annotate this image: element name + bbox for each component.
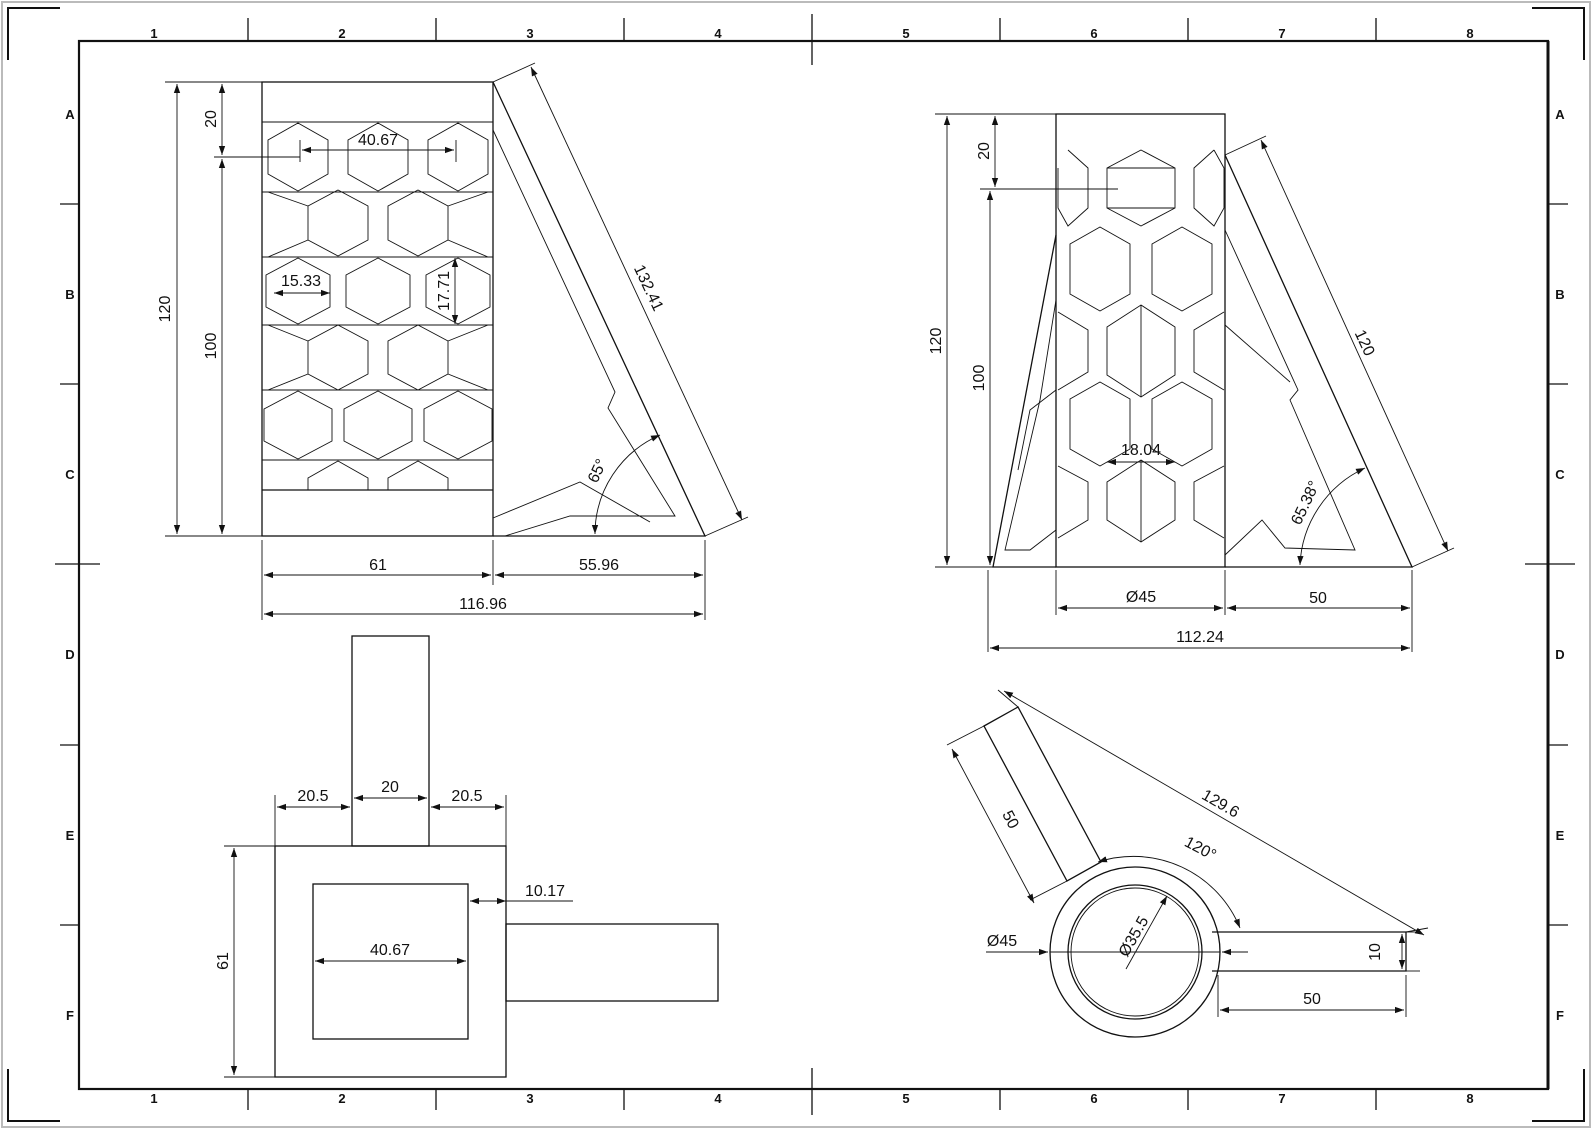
dim-hex-height: 17.71 bbox=[436, 271, 453, 311]
dim-body-height: 100 bbox=[971, 365, 988, 392]
dim-width-total: 116.96 bbox=[459, 596, 507, 613]
row-label: B bbox=[1555, 287, 1564, 302]
dim-angle: 65° bbox=[585, 457, 611, 486]
col-label: 1 bbox=[150, 26, 157, 41]
col-label: 3 bbox=[526, 1091, 533, 1106]
row-label: D bbox=[1555, 647, 1564, 662]
col-label: 4 bbox=[714, 1091, 722, 1106]
col-label: 2 bbox=[338, 1091, 345, 1106]
col-label: 7 bbox=[1278, 26, 1285, 41]
column-labels-top: 1 2 3 4 5 6 7 8 bbox=[150, 26, 1473, 41]
dim-arm-upper: 50 bbox=[998, 808, 1021, 832]
front-view: 120 20 100 40.67 15.33 17.71 132.41 bbox=[157, 62, 749, 620]
dim-tab: 20 bbox=[381, 779, 399, 796]
dim-hex-width: 18.04 bbox=[1121, 442, 1161, 459]
dim-top-band: 20 bbox=[976, 142, 993, 160]
dim-body-height: 100 bbox=[203, 333, 220, 360]
top-view-dimensions: 50 129.6 120° Ø45 Ø35.5 10 bbox=[946, 689, 1429, 1017]
dim-leg: 50 bbox=[1309, 590, 1327, 607]
plan-view: 20.5 20 20.5 61 10.17 40.67 bbox=[215, 635, 719, 1078]
side-view-hex-pattern bbox=[1057, 149, 1225, 543]
col-label: 8 bbox=[1466, 1091, 1473, 1106]
dim-leg-slant: 120 bbox=[1351, 327, 1378, 358]
side-view-dimensions: 120 20 100 120 18.04 65.38° Ø45 bbox=[928, 113, 1455, 652]
dim-wall: 10.17 bbox=[525, 883, 565, 900]
column-labels-bottom: 1 2 3 4 5 6 7 8 bbox=[150, 1091, 1473, 1106]
dim-diameter: Ø45 bbox=[1126, 589, 1156, 606]
row-label: E bbox=[1556, 828, 1565, 843]
dim-right: 20.5 bbox=[451, 788, 482, 805]
row-label: A bbox=[65, 107, 75, 122]
dim-left: 20.5 bbox=[297, 788, 328, 805]
plan-view-outline bbox=[274, 635, 719, 1078]
col-label: 6 bbox=[1090, 1091, 1097, 1106]
row-label: A bbox=[1555, 107, 1565, 122]
dim-height-total: 120 bbox=[157, 296, 174, 323]
row-label: C bbox=[65, 467, 75, 482]
dim-hex-pitch: 40.67 bbox=[358, 132, 398, 149]
top-view-outline bbox=[983, 706, 1407, 1038]
side-view: 120 20 100 120 18.04 65.38° Ø45 bbox=[928, 113, 1455, 652]
row-label: C bbox=[1555, 467, 1565, 482]
row-ticks-left bbox=[55, 203, 100, 926]
col-label: 8 bbox=[1466, 26, 1473, 41]
dim-hex-width: 15.33 bbox=[281, 273, 321, 290]
column-ticks-bottom bbox=[247, 1068, 1377, 1115]
col-label: 5 bbox=[902, 26, 909, 41]
dim-width-body: 61 bbox=[369, 557, 387, 574]
column-ticks-top bbox=[247, 14, 1377, 65]
col-label: 7 bbox=[1278, 1091, 1285, 1106]
row-label: F bbox=[66, 1008, 74, 1023]
dim-height-total: 120 bbox=[928, 328, 945, 355]
col-label: 3 bbox=[526, 26, 533, 41]
front-view-hex-pattern bbox=[263, 122, 493, 491]
col-label: 4 bbox=[714, 26, 722, 41]
dim-top-band: 20 bbox=[203, 110, 220, 128]
plan-view-dimensions: 20.5 20 20.5 61 10.17 40.67 bbox=[215, 779, 573, 1078]
dim-angle: 65.38° bbox=[1288, 478, 1323, 527]
col-label: 1 bbox=[150, 1091, 157, 1106]
dim-inner-diameter: Ø35.5 bbox=[1116, 914, 1153, 960]
row-labels-right: A B C D E F bbox=[1555, 107, 1565, 1023]
top-view: 50 129.6 120° Ø45 Ø35.5 10 bbox=[946, 689, 1429, 1038]
col-label: 2 bbox=[338, 26, 345, 41]
dim-arm-length: 50 bbox=[1303, 991, 1321, 1008]
dim-arm-thick: 10 bbox=[1367, 943, 1384, 961]
row-label: F bbox=[1556, 1008, 1564, 1023]
row-ticks-right bbox=[1525, 203, 1575, 926]
dim-width-leg: 55.96 bbox=[579, 557, 619, 574]
dim-inner: 40.67 bbox=[370, 942, 410, 959]
col-label: 5 bbox=[902, 1091, 909, 1106]
row-labels-left: A B C D E F bbox=[65, 107, 75, 1023]
dim-angle: 120° bbox=[1182, 834, 1219, 865]
row-label: E bbox=[66, 828, 75, 843]
dim-outer-diameter: Ø45 bbox=[987, 933, 1017, 950]
col-label: 6 bbox=[1090, 26, 1097, 41]
dim-width-total: 112.24 bbox=[1176, 629, 1224, 646]
side-view-body bbox=[1055, 113, 1226, 568]
dim-slant: 132.41 bbox=[630, 262, 666, 314]
row-label: B bbox=[65, 287, 74, 302]
row-label: D bbox=[65, 647, 74, 662]
front-view-body bbox=[261, 81, 494, 537]
dim-height: 61 bbox=[215, 952, 232, 970]
